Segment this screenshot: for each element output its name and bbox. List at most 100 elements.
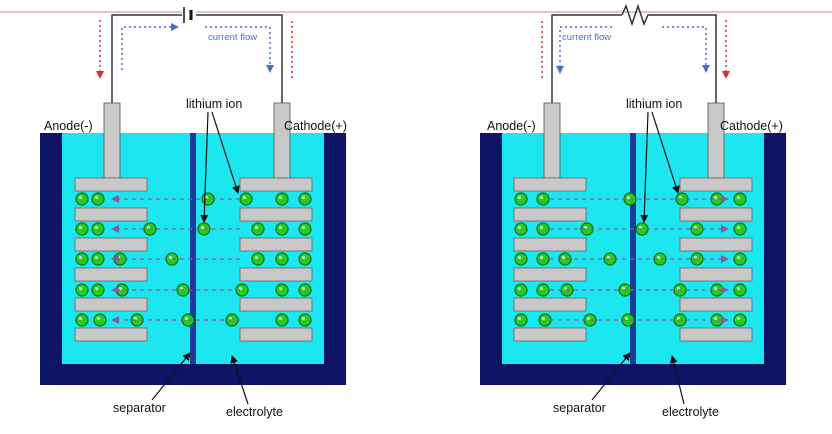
lithium-ion — [75, 222, 89, 236]
lithium-ion — [733, 313, 747, 327]
panel-discharging: current flow Anode(-) Cathode(+) lithium… — [480, 3, 786, 419]
ion-highlight — [200, 225, 205, 230]
ion-highlight — [278, 286, 283, 291]
lithium-ion — [298, 313, 312, 327]
electrode-plate — [239, 237, 313, 252]
lithium-ion — [514, 222, 528, 236]
pointer-line — [669, 355, 685, 405]
electrode-plate — [74, 207, 148, 222]
ion-highlight — [539, 255, 544, 260]
ion-highlight — [278, 255, 283, 260]
ion-highlight — [539, 225, 544, 230]
pointer-line — [151, 352, 191, 401]
lithium-ion — [275, 283, 289, 297]
electrode-plate — [239, 177, 313, 192]
electrode-plate — [513, 327, 587, 342]
pointer-line — [640, 111, 649, 223]
electrode-plate — [74, 177, 148, 192]
lithium-ion — [733, 192, 747, 206]
ion-highlight — [204, 195, 209, 200]
ion-highlight — [736, 225, 741, 230]
ion-highlight — [517, 255, 522, 260]
electrode-plate — [239, 327, 313, 342]
pointer-line — [200, 111, 209, 223]
lithium-ion — [733, 283, 747, 297]
lithium-ion — [75, 283, 89, 297]
cathode-terminal — [707, 102, 725, 179]
lithium-ion — [91, 192, 105, 206]
current-flow-label: current flow — [562, 32, 611, 43]
lithium-ion — [91, 283, 105, 297]
ion-highlight — [96, 316, 101, 321]
battery-icon — [182, 7, 196, 23]
electrode-plate — [74, 237, 148, 252]
lithium-ion — [514, 283, 528, 297]
ion-highlight — [676, 286, 681, 291]
electrode-plate — [679, 327, 753, 342]
lithium-ion — [514, 252, 528, 266]
electrode-plate — [239, 297, 313, 312]
flow-blue-path — [662, 26, 710, 73]
circuit-wire — [551, 14, 622, 103]
ion-highlight — [693, 255, 698, 260]
ion-highlight — [678, 195, 683, 200]
pointer-line — [651, 111, 680, 194]
lithium-ion — [298, 283, 312, 297]
ion-highlight — [301, 255, 306, 260]
ion-highlight — [254, 255, 259, 260]
electrode-plate — [513, 267, 587, 282]
ion-highlight — [736, 316, 741, 321]
anode-terminal — [543, 102, 561, 179]
ion-highlight — [539, 195, 544, 200]
circuit-wire — [111, 14, 283, 103]
ion-highlight — [583, 225, 588, 230]
ion-highlight — [301, 286, 306, 291]
lithium-ion — [298, 252, 312, 266]
ion-highlight — [278, 225, 283, 230]
ion-highlight — [278, 195, 283, 200]
flow-blue-path — [205, 26, 274, 73]
lithium-ion — [75, 313, 89, 327]
ion-highlight — [713, 286, 718, 291]
lithium-ion — [298, 222, 312, 236]
separator-label: separator — [553, 401, 606, 415]
anode-label: Anode(-) — [487, 119, 536, 133]
flow-blue-path — [559, 26, 612, 72]
lithium-ion — [536, 283, 550, 297]
lithium-ion — [75, 192, 89, 206]
ion-highlight — [146, 225, 151, 230]
electrolyte-label: electrolyte — [226, 405, 283, 419]
ion-highlight — [301, 225, 306, 230]
lithium-ion — [536, 252, 550, 266]
ion-highlight — [242, 195, 247, 200]
ion-highlight — [713, 195, 718, 200]
resistor-icon — [621, 3, 652, 27]
ion-highlight — [736, 286, 741, 291]
ion-highlight — [301, 316, 306, 321]
electrode-plate — [239, 207, 313, 222]
panel-charging: current flow Anode(-) Cathode(+) lithium… — [40, 7, 347, 419]
electrode-plate — [679, 177, 753, 192]
separator — [630, 133, 636, 364]
electrode-plate — [513, 207, 587, 222]
lithium-ion — [514, 313, 528, 327]
ion-highlight — [736, 255, 741, 260]
electrode-plate — [513, 297, 587, 312]
ion-highlight — [676, 316, 681, 321]
ion-highlight — [541, 316, 546, 321]
electrolyte-label: electrolyte — [662, 405, 719, 419]
lithium-ion — [91, 222, 105, 236]
separator-label: separator — [113, 401, 166, 415]
lithium-ion — [91, 252, 105, 266]
ion-highlight — [78, 316, 83, 321]
lithium-ion — [538, 313, 552, 327]
ion-highlight — [168, 255, 173, 260]
lithium-ion — [275, 313, 289, 327]
ion-highlight — [539, 286, 544, 291]
ion-highlight — [78, 255, 83, 260]
electrode-plate — [239, 267, 313, 282]
electrode-plate — [679, 267, 753, 282]
lithium-ion — [536, 222, 550, 236]
electrode-plate — [513, 177, 587, 192]
